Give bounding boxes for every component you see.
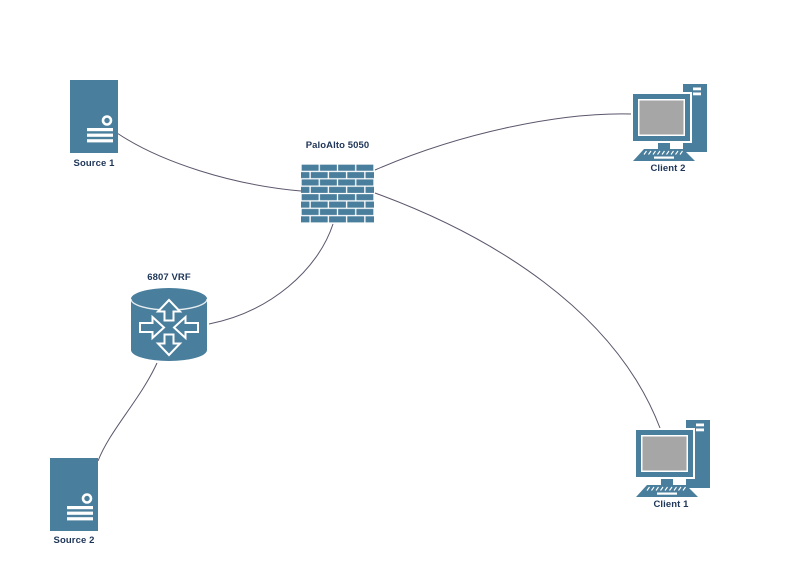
node-source-1[interactable]: Source 1 <box>70 80 118 169</box>
router-arrows-icon <box>130 288 208 361</box>
edge-paloalto-vrf <box>208 223 334 325</box>
server-tower-icon <box>50 458 98 531</box>
edge-source1-paloalto <box>116 132 302 192</box>
desktop-computer-icon <box>631 84 707 161</box>
node-source-2[interactable]: Source 2 <box>50 458 98 546</box>
edge-vrf-source2 <box>97 362 158 462</box>
node-label-6807-vrf: 6807 VRF <box>147 272 191 283</box>
node-6807-vrf[interactable]: 6807 VRF <box>130 272 208 364</box>
firewall-brick-wall-icon <box>301 164 374 223</box>
edge-paloalto-client1 <box>374 192 661 429</box>
node-label-paloalto-5050: PaloAlto 5050 <box>305 140 370 151</box>
node-label-source-1: Source 1 <box>73 158 115 169</box>
node-label-client-2: Client 2 <box>650 163 686 174</box>
node-client-2[interactable]: Client 2 <box>628 83 708 174</box>
node-label-client-1: Client 1 <box>653 499 689 510</box>
desktop-computer-icon <box>634 420 710 497</box>
node-client-1[interactable]: Client 1 <box>631 419 711 510</box>
node-label-source-2: Source 2 <box>53 535 95 546</box>
node-paloalto-5050[interactable]: PaloAlto 5050 <box>301 140 374 223</box>
server-tower-icon <box>70 80 118 153</box>
edge-paloalto-client2 <box>374 113 633 171</box>
